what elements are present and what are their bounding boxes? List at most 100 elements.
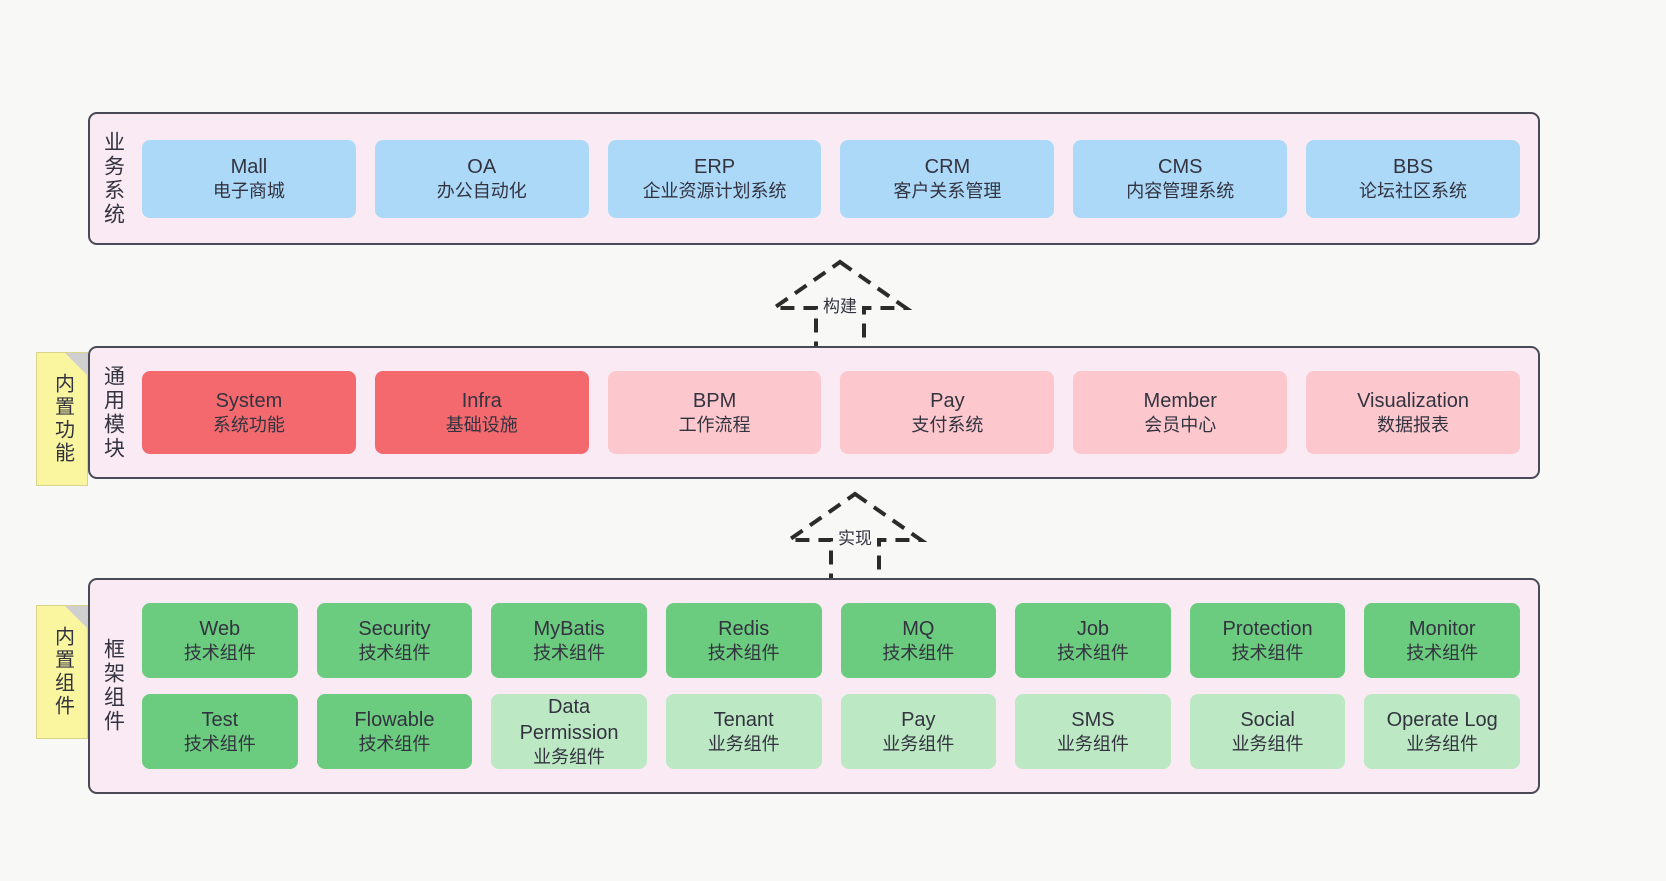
module-subtitle: 技术组件 [1231, 642, 1304, 663]
layer-framework-component-label: 框架组件 [101, 638, 125, 734]
layer-framework-component: 框架组件 Web 技术组件 Security 技术组件 MyBatis 技术组件… [88, 578, 1540, 794]
module-card-mall[interactable]: Mall 电子商城 [142, 139, 356, 218]
module-subtitle: 办公自动化 [436, 180, 527, 201]
module-card-operate-log[interactable]: Operate Log 业务组件 [1364, 694, 1520, 769]
module-card-system[interactable]: System 系统功能 [142, 371, 356, 454]
module-title: Test [201, 708, 239, 731]
module-title: CRM [924, 155, 971, 178]
module-card-member[interactable]: Member 会员中心 [1073, 371, 1288, 454]
module-subtitle: 基础设施 [445, 414, 518, 435]
module-card-cms[interactable]: CMS 内容管理系统 [1073, 139, 1288, 218]
module-subtitle: 会员中心 [1144, 414, 1217, 435]
module-card-social[interactable]: Social 业务组件 [1189, 694, 1346, 769]
module-subtitle: 技术组件 [358, 733, 431, 754]
module-card-sms[interactable]: SMS 业务组件 [1015, 694, 1171, 769]
module-subtitle: 数据报表 [1377, 414, 1450, 435]
module-title: Pay [930, 389, 965, 412]
layer-business-system: 业务系统 Mall 电子商城 OA 办公自动化 ERP 企业资源计划系统 CRM [88, 112, 1540, 245]
module-subtitle: 业务组件 [707, 733, 780, 754]
module-card-visualization[interactable]: Visualization 数据报表 [1306, 371, 1520, 454]
module-subtitle: 业务组件 [1406, 733, 1479, 754]
builtin-components-note-label: 内置组件 [51, 626, 74, 718]
layer-common-module-body: System 系统功能 Infra 基础设施 BPM 工作流程 Pay 支付系统… [136, 348, 1538, 477]
module-title: Job [1076, 617, 1110, 640]
module-card-security[interactable]: Security 技术组件 [316, 603, 473, 678]
module-subtitle: 客户关系管理 [893, 180, 1002, 201]
connector-build-label: 构建 [823, 297, 857, 316]
module-title: Pay [901, 708, 936, 731]
module-card-oa[interactable]: OA 办公自动化 [374, 139, 589, 218]
module-subtitle: 技术组件 [183, 733, 256, 754]
module-subtitle: 业务组件 [1056, 733, 1129, 754]
note-fold-corner-icon [65, 606, 87, 628]
module-subtitle: 论坛社区系统 [1359, 180, 1468, 201]
module-card-protection[interactable]: Protection 技术组件 [1189, 603, 1346, 678]
module-card-web[interactable]: Web 技术组件 [142, 603, 298, 678]
module-card-data-permission[interactable]: Data Permission 业务组件 [491, 694, 647, 769]
module-title: CMS [1158, 155, 1203, 178]
module-card-erp[interactable]: ERP 企业资源计划系统 [607, 139, 822, 218]
builtin-features-note: 内置功能 [36, 352, 88, 486]
module-subtitle: 技术组件 [533, 642, 606, 663]
module-card-job[interactable]: Job 技术组件 [1015, 603, 1171, 678]
module-subtitle: 业务组件 [882, 733, 955, 754]
module-card-test[interactable]: Test 技术组件 [142, 694, 298, 769]
module-subtitle: 系统功能 [212, 414, 285, 435]
module-subtitle: 工作流程 [678, 414, 751, 435]
builtin-features-note-label: 内置功能 [51, 373, 74, 465]
module-title: Visualization [1357, 389, 1470, 412]
module-card-pay-business[interactable]: Pay 业务组件 [840, 694, 997, 769]
note-fold-corner-icon [65, 353, 87, 375]
module-title: Social [1240, 708, 1295, 731]
module-card-mq[interactable]: MQ 技术组件 [840, 603, 997, 678]
connector-implement-label: 实现 [838, 529, 872, 548]
layer-common-module-label-wrap: 通用模块 [90, 348, 136, 477]
module-subtitle: 支付系统 [911, 414, 984, 435]
layer-business-system-label-wrap: 业务系统 [90, 114, 136, 243]
module-title: Tenant [713, 708, 774, 731]
module-card-pay[interactable]: Pay 支付系统 [840, 371, 1055, 454]
module-subtitle: 企业资源计划系统 [642, 180, 787, 201]
module-title: MQ [902, 617, 935, 640]
module-subtitle: 技术组件 [707, 642, 780, 663]
module-subtitle: 电子商城 [212, 180, 285, 201]
module-title: SMS [1071, 708, 1115, 731]
module-subtitle: 技术组件 [358, 642, 431, 663]
module-subtitle: 技术组件 [882, 642, 955, 663]
connector-build: 构建 [760, 258, 920, 353]
module-title: Web [199, 617, 241, 640]
module-title: Monitor [1408, 617, 1476, 640]
module-title: Security [358, 617, 431, 640]
module-card-redis[interactable]: Redis 技术组件 [665, 603, 822, 678]
module-subtitle: 技术组件 [1056, 642, 1129, 663]
module-title: BPM [692, 389, 737, 412]
module-title: Member [1143, 389, 1217, 412]
module-subtitle: 技术组件 [1406, 642, 1479, 663]
module-card-bpm[interactable]: BPM 工作流程 [607, 371, 822, 454]
module-card-mybatis[interactable]: MyBatis 技术组件 [491, 603, 647, 678]
module-card-infra[interactable]: Infra 基础设施 [374, 371, 589, 454]
module-row: System 系统功能 Infra 基础设施 BPM 工作流程 Pay 支付系统… [142, 371, 1520, 454]
module-subtitle: 技术组件 [183, 642, 256, 663]
layer-common-module: 通用模块 System 系统功能 Infra 基础设施 BPM 工作流程 Pay [88, 346, 1540, 479]
module-title: Flowable [354, 708, 435, 731]
layer-business-system-body: Mall 电子商城 OA 办公自动化 ERP 企业资源计划系统 CRM 客户关系… [136, 114, 1538, 243]
layer-framework-component-body: Web 技术组件 Security 技术组件 MyBatis 技术组件 Redi… [136, 580, 1538, 792]
module-card-tenant[interactable]: Tenant 业务组件 [665, 694, 822, 769]
module-card-flowable[interactable]: Flowable 技术组件 [316, 694, 473, 769]
module-title: OA [467, 155, 497, 178]
module-title: ERP [694, 155, 736, 178]
module-title: Protection [1222, 617, 1313, 640]
module-title: Operate Log [1386, 708, 1498, 731]
module-title: BBS [1393, 155, 1434, 178]
module-card-monitor[interactable]: Monitor 技术组件 [1364, 603, 1520, 678]
module-card-crm[interactable]: CRM 客户关系管理 [840, 139, 1055, 218]
connector-implement: 实现 [775, 490, 935, 585]
module-card-bbs[interactable]: BBS 论坛社区系统 [1306, 139, 1520, 218]
module-title: System [215, 389, 283, 412]
module-title: Infra [461, 389, 502, 412]
module-title: Redis [718, 617, 770, 640]
module-title: MyBatis [533, 617, 605, 640]
module-title: Data Permission [519, 695, 619, 744]
